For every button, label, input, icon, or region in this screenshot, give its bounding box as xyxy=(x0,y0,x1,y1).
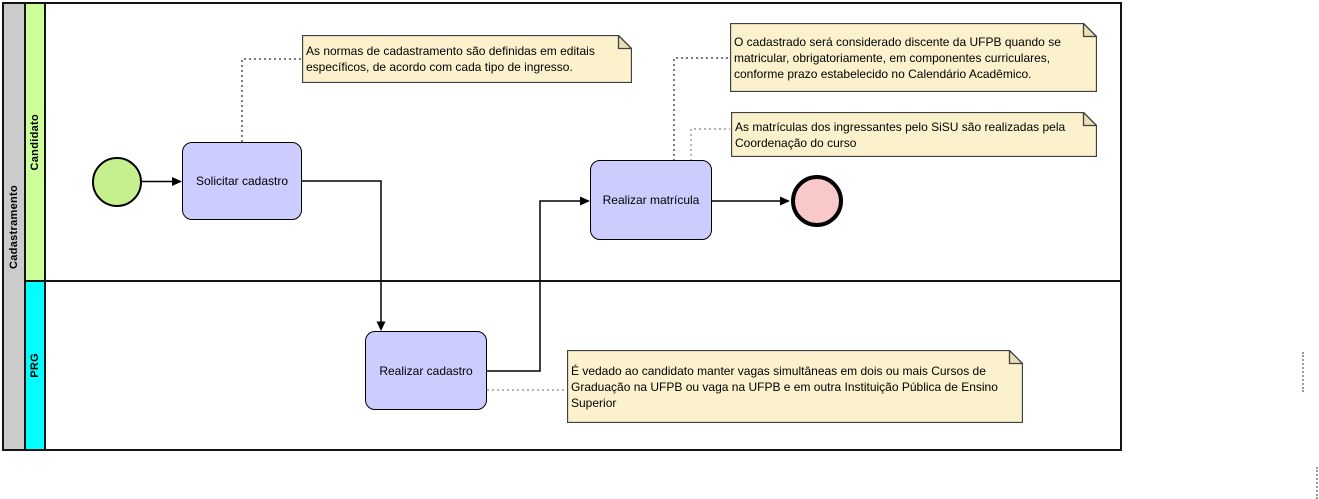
end-event[interactable] xyxy=(791,175,843,227)
task-realizar-cadastro[interactable]: Realizar cadastro xyxy=(365,331,487,410)
annotation-text: As normas de cadastramento são definidas… xyxy=(306,44,595,74)
note-shape-icon xyxy=(567,350,1023,423)
note-shape-icon xyxy=(730,23,1097,92)
pool-label: Cadastramento xyxy=(8,184,20,269)
lane-header-prg[interactable]: PRG xyxy=(26,282,46,449)
cropped-dotted-line xyxy=(1316,467,1318,499)
annotation-note-editais[interactable]: As normas de cadastramento são definidas… xyxy=(302,35,632,83)
annotation-note-discente-ufpb[interactable]: O cadastrado será considerado discente d… xyxy=(730,23,1097,92)
lane-divider xyxy=(26,280,1120,282)
annotation-note-sisu[interactable]: As matrículas dos ingressantes pelo SiSU… xyxy=(731,112,1097,157)
note-shape-icon xyxy=(731,112,1097,157)
lane-label-prg: PRG xyxy=(29,353,41,378)
task-label: Realizar cadastro xyxy=(379,363,473,378)
task-label: Realizar matrícula xyxy=(602,193,700,207)
lane-label-candidato: Candidato xyxy=(29,113,41,171)
pool-header[interactable]: Cadastramento xyxy=(4,4,26,449)
task-solicitar-cadastro[interactable]: Solicitar cadastro xyxy=(182,142,302,220)
annotation-note-vagas-simultaneas[interactable]: É vedado ao candidato manter vagas simul… xyxy=(567,350,1023,423)
task-realizar-matricula[interactable]: Realizar matrícula xyxy=(590,160,712,240)
start-event[interactable] xyxy=(92,157,142,207)
annotation-text: As matrículas dos ingressantes pelo SiSU… xyxy=(735,119,1066,150)
cropped-dotted-line xyxy=(1302,352,1304,392)
task-label: Solicitar cadastro xyxy=(195,174,289,188)
lane-header-candidato[interactable]: Candidato xyxy=(26,4,46,280)
annotation-text: O cadastrado será considerado discente d… xyxy=(734,34,1061,81)
note-shape-icon xyxy=(302,35,632,83)
annotation-text: É vedado ao candidato manter vagas simul… xyxy=(571,363,998,410)
